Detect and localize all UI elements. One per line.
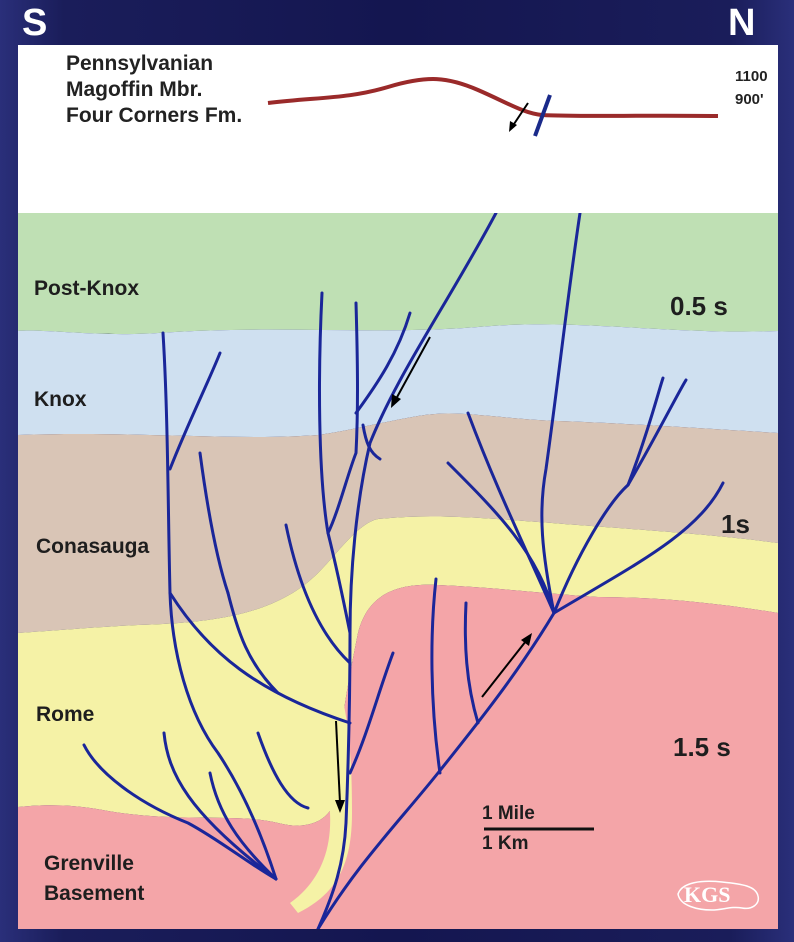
elevation-900-label: 900' <box>735 91 764 108</box>
post-knox-layer <box>18 213 778 335</box>
mid-fault-4 <box>361 423 382 461</box>
scale-mile-label: 1 Mile <box>482 803 535 824</box>
motion-arrows <box>335 336 532 813</box>
left-fault-upper <box>168 351 222 471</box>
pennsylvanian-label: Pennsylvanian <box>66 52 214 75</box>
fault-network <box>82 213 725 929</box>
seismic-section: Post-Knox Knox Conasauga Rome Grenville … <box>18 213 778 929</box>
grenville-label-line-2: Basement <box>44 882 145 905</box>
four-corners-label: Four Corners Fm. <box>66 104 243 127</box>
splay-5 <box>626 376 665 487</box>
splay-4 <box>552 481 725 615</box>
arrow-1-head <box>391 394 401 408</box>
magoffin-horizon-line <box>267 77 719 118</box>
sw-fault-3 <box>208 771 278 881</box>
left-fault-branch-c <box>168 591 352 725</box>
left-fault-branch-a <box>198 451 230 595</box>
kgs-logo: KGS <box>677 880 760 911</box>
kgs-logo-outline <box>677 880 760 911</box>
sw-fault-1 <box>82 743 278 881</box>
post-knox-label: Post-Knox <box>34 277 139 300</box>
grenville-basement-layer <box>18 584 778 929</box>
splay-3 <box>552 483 630 615</box>
top-arrow-shaft <box>511 102 529 128</box>
arrow-2-shaft <box>335 720 341 804</box>
top-fault-line <box>533 94 552 137</box>
splay-2 <box>466 411 556 615</box>
mid-fault-3 <box>354 311 412 415</box>
basement-fault-2 <box>463 601 480 725</box>
mid-fault-1 <box>318 291 352 635</box>
arrow-3-head <box>521 633 532 646</box>
left-fault-branch-b <box>226 591 280 695</box>
south-label: S <box>22 2 48 44</box>
basement-fault <box>316 611 556 929</box>
magoffin-label: Magoffin Mbr. <box>66 78 203 101</box>
mid-fault-5 <box>284 523 352 665</box>
left-fault-main <box>161 331 278 881</box>
main-fault-trunk <box>316 213 498 929</box>
top-horizon-svg <box>267 77 719 137</box>
splay-1 <box>446 461 556 615</box>
knox-label: Knox <box>34 388 87 411</box>
time-label-1s: 1s <box>721 509 750 539</box>
arrow-2-head <box>335 800 345 813</box>
elevation-1100-label: 1100 <box>735 68 768 85</box>
conasauga-layer <box>18 413 778 633</box>
knox-layer <box>18 324 778 437</box>
scale-km-label: 1 Km <box>482 833 529 854</box>
north-label: N <box>728 2 756 44</box>
kgs-logo-text: KGS <box>684 882 730 907</box>
arrow-3-shaft <box>481 640 527 698</box>
rome-label: Rome <box>36 703 95 726</box>
conasauga-label: Conasauga <box>36 535 150 558</box>
time-label-0-5s: 0.5 s <box>670 291 728 321</box>
grenville-label-line-1: Grenville <box>44 852 134 875</box>
mid-fault-2 <box>326 301 359 535</box>
grenville-label: Grenville Basement <box>44 849 144 909</box>
main-fault-branch-right <box>540 213 582 615</box>
sw-fault-2 <box>162 731 278 881</box>
time-label-1-5s: 1.5 s <box>673 732 731 762</box>
splay-6 <box>626 378 688 487</box>
seismic-section-svg <box>18 213 778 929</box>
sw-fault-4 <box>256 731 310 810</box>
rome-fault <box>348 651 395 775</box>
top-cross-section-panel: Pennsylvanian Magoffin Mbr. Four Corners… <box>18 45 778 213</box>
basement-fault-1 <box>430 577 442 775</box>
top-arrow-head <box>509 121 517 132</box>
arrow-1-shaft <box>395 336 431 400</box>
